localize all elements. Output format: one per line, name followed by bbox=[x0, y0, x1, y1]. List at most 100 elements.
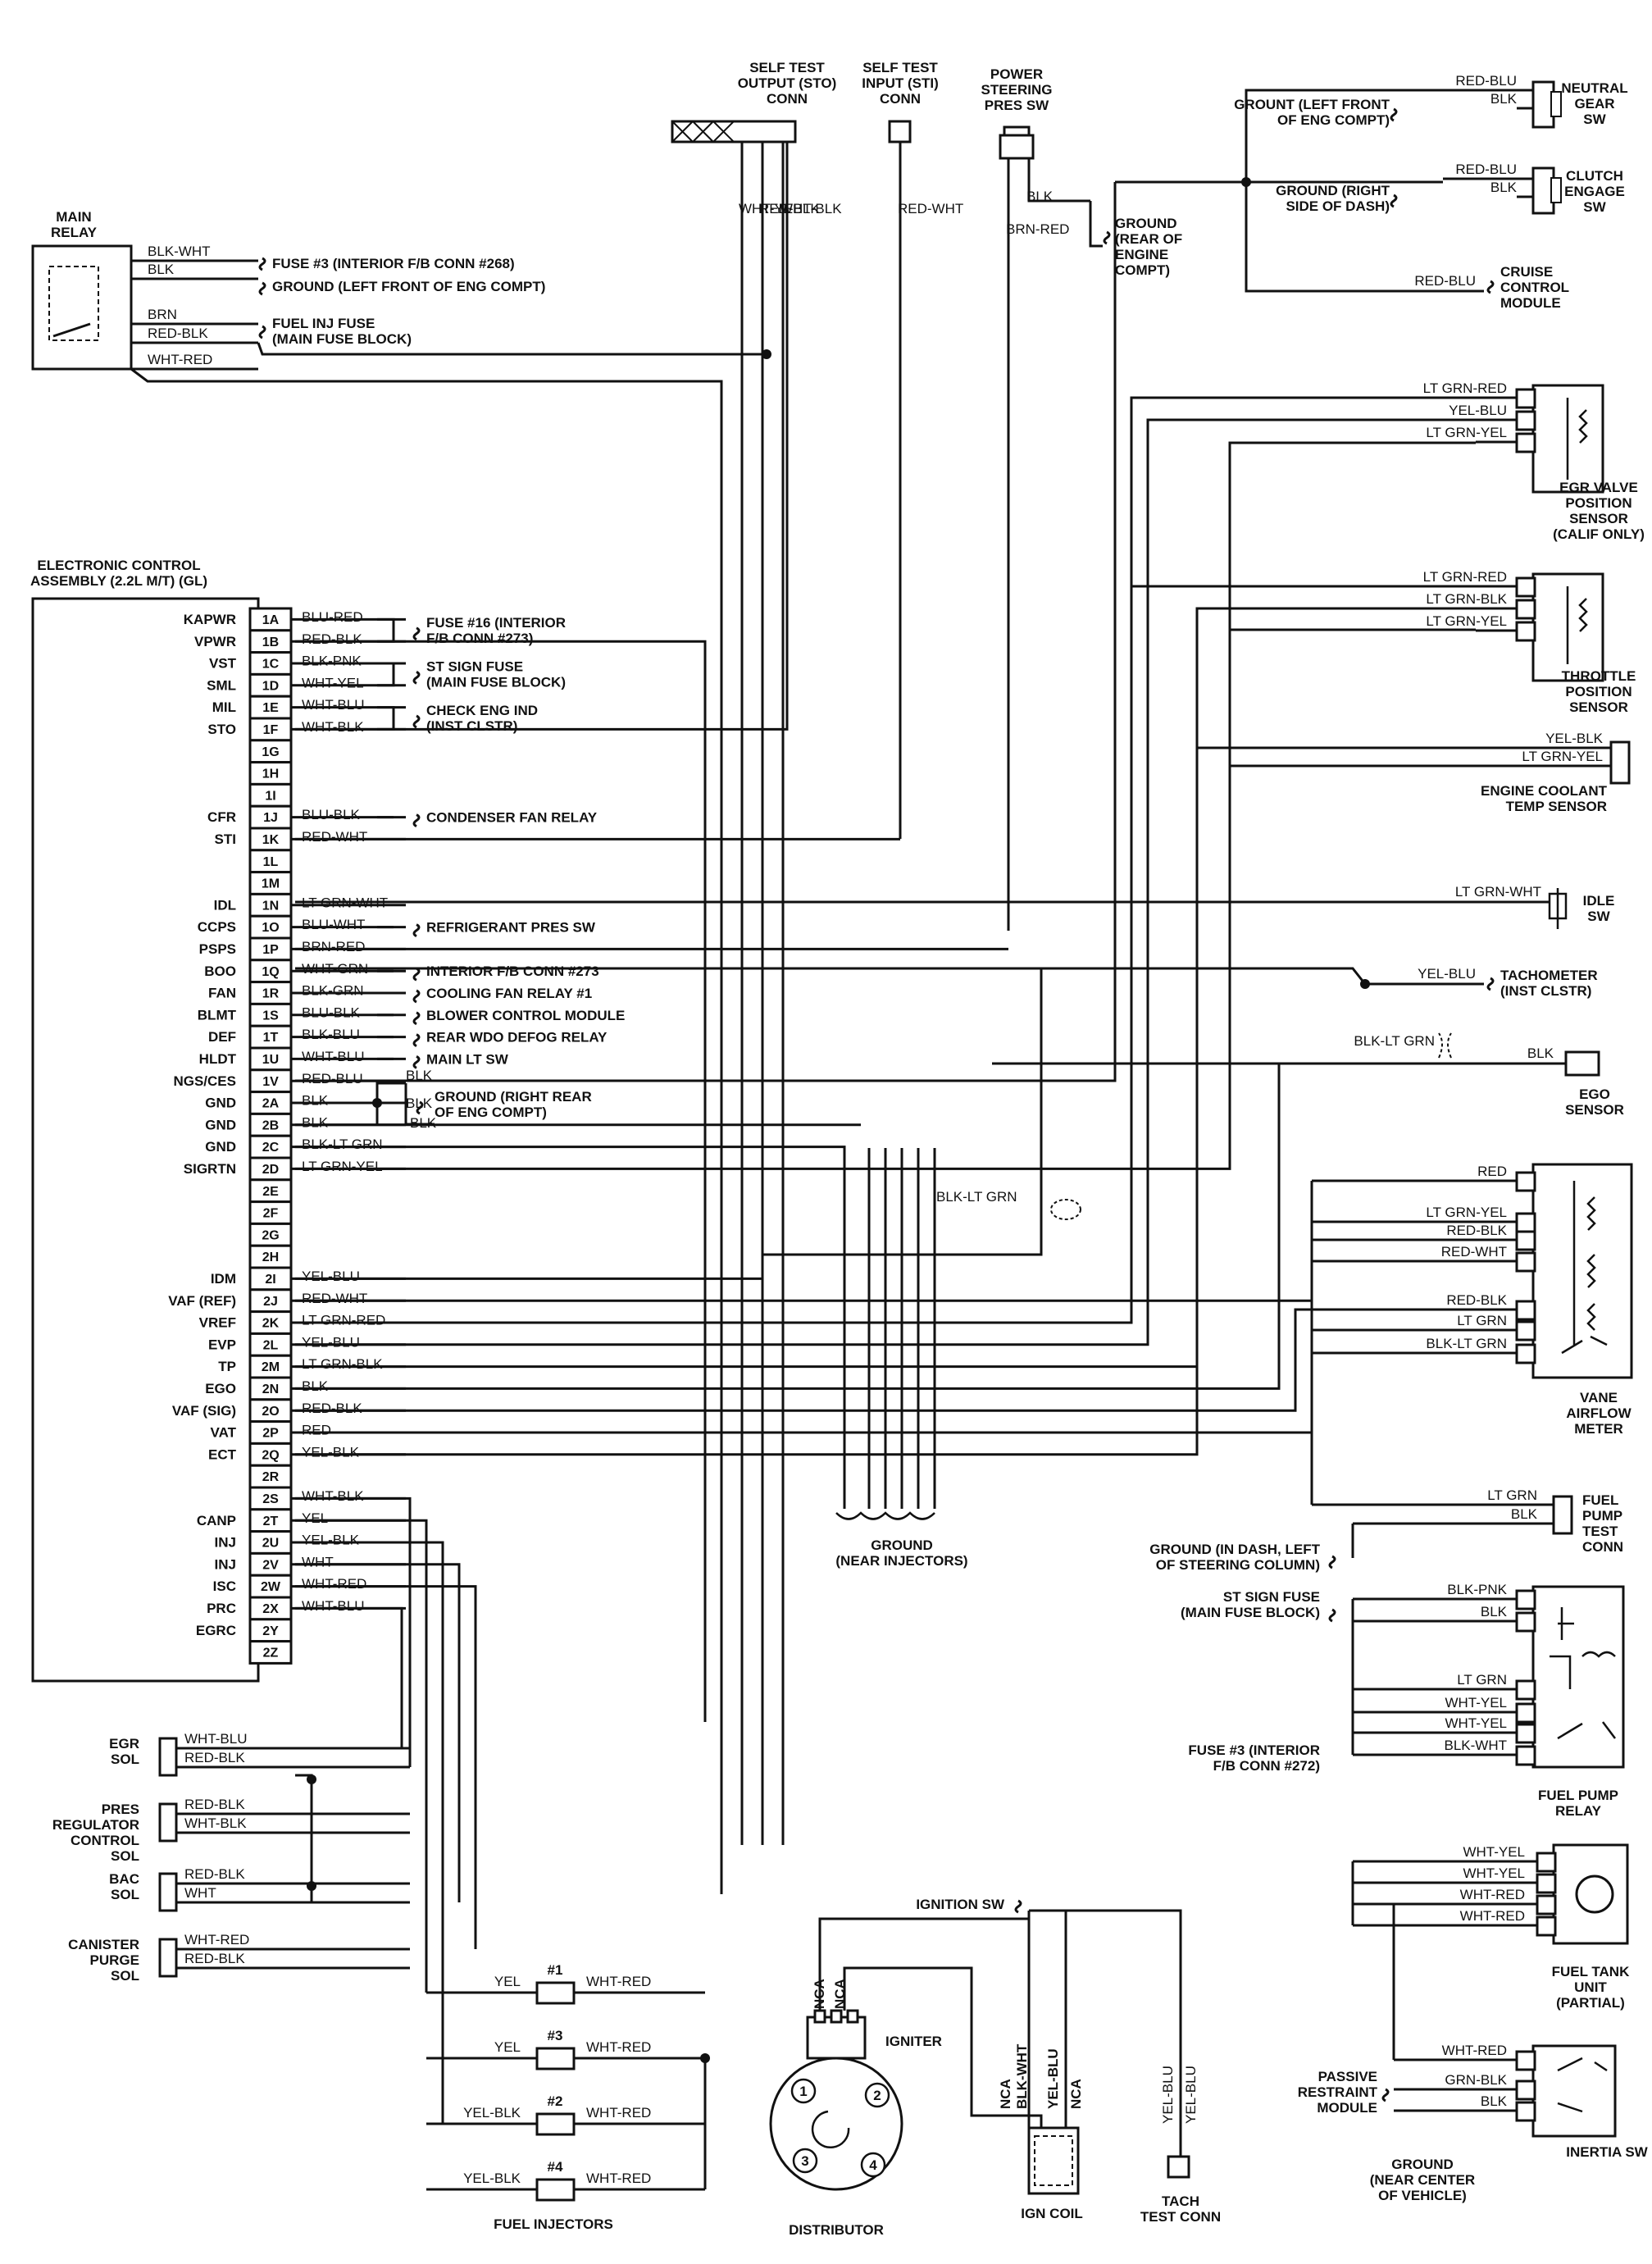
ecu-signal-name: MIL bbox=[212, 699, 236, 715]
main-relay-title: MAIN bbox=[56, 209, 91, 225]
ecu-pin-1S bbox=[248, 1002, 293, 1027]
sto-blank bbox=[692, 121, 714, 143]
ecu-pin-label: 2T bbox=[263, 1515, 279, 1528]
ecu-pin-1V bbox=[248, 1068, 293, 1094]
ground-center: GROUND bbox=[1391, 2157, 1454, 2172]
clutch-wire-label: BLK bbox=[1490, 180, 1518, 195]
vaf-sig-run bbox=[295, 1308, 1312, 1412]
egr-sensor-title: POSITION bbox=[1565, 495, 1632, 511]
connector-mark bbox=[412, 989, 421, 1004]
connector-mark bbox=[1486, 280, 1495, 294]
gnd-2c-run bbox=[295, 1146, 846, 1149]
tps-pin bbox=[1515, 599, 1536, 620]
ground-injectors-title: (NEAR INJECTORS) bbox=[835, 1553, 967, 1569]
relay-contact bbox=[52, 322, 91, 338]
ground-right-dash: SIDE OF DASH) bbox=[1286, 198, 1390, 214]
red-blk-bus bbox=[257, 342, 767, 356]
ecu-pin-label: 2L bbox=[263, 1338, 279, 1352]
egr-resistor bbox=[1566, 398, 1588, 480]
ecu-pin-label: 1B bbox=[262, 635, 279, 649]
distributor-terminal-number: 4 bbox=[869, 2157, 877, 2173]
ecu-wire-label: WHT bbox=[302, 1554, 334, 1569]
nca-label: NCA bbox=[832, 1979, 848, 2009]
ecu-wire-label: RED-BLU bbox=[302, 1071, 363, 1086]
ecu-signal-name: CFR bbox=[207, 809, 236, 825]
sto-blank bbox=[712, 121, 735, 143]
pssw-title: STEERING bbox=[981, 82, 1053, 98]
pssw-body bbox=[999, 134, 1035, 160]
ecu-pin-label: 2N bbox=[262, 1383, 279, 1396]
ecu-pin-label: 2K bbox=[262, 1317, 280, 1331]
egr-sol-title: EGR bbox=[109, 1736, 139, 1752]
inj-wht-run bbox=[295, 1563, 461, 1902]
ecu-pin-label: 2X bbox=[262, 1602, 279, 1616]
relay-coil-dash bbox=[48, 266, 99, 341]
tach-wire bbox=[295, 967, 1484, 986]
ecu-pin-1B bbox=[248, 629, 293, 654]
tps-pin bbox=[1515, 576, 1536, 598]
group-brace bbox=[377, 662, 395, 687]
ect-title: TEMP SENSOR bbox=[1506, 799, 1607, 814]
main-relay-dest: (MAIN FUSE BLOCK) bbox=[272, 331, 412, 347]
pssw-title: POWER bbox=[990, 66, 1043, 82]
ecu-pin-label: 1H bbox=[262, 768, 279, 781]
neutral-title: NEUTRAL bbox=[1561, 80, 1627, 96]
main-relay-dest: FUEL INJ FUSE bbox=[272, 316, 375, 331]
ego-title: SENSOR bbox=[1565, 1102, 1624, 1118]
vam-internals bbox=[1561, 1181, 1608, 1355]
ignition-sw-label: IGNITION SW bbox=[916, 1897, 1005, 1912]
ecu-wire-label: RED-BLK bbox=[302, 1401, 362, 1416]
neutral-wire-label: RED-BLU bbox=[1455, 73, 1517, 89]
prc-sol-title: SOL bbox=[111, 1848, 139, 1864]
ecu-pin-label: 1M bbox=[262, 877, 280, 891]
fp-test-wire-label: BLK bbox=[1511, 1506, 1538, 1522]
ecu-signal-name: STO bbox=[207, 722, 236, 737]
connector-mark bbox=[412, 967, 421, 982]
neutral-title: GEAR bbox=[1574, 96, 1614, 112]
fp-relay-wire-label: WHT-YEL bbox=[1445, 1695, 1507, 1711]
ecu-signal-name: SML bbox=[207, 677, 236, 693]
ecu-pin-2Z bbox=[248, 1640, 293, 1665]
vam-pin bbox=[1515, 1343, 1536, 1364]
ecu-signal-name: VST bbox=[209, 656, 237, 672]
fp-relay-internals bbox=[1550, 1607, 1616, 1740]
tps-title: THROTTLE bbox=[1562, 668, 1636, 684]
ign-coil-wire-label: YEL-BLU bbox=[1045, 2048, 1061, 2109]
ign-coil-body bbox=[1027, 2126, 1080, 2195]
ecu-wire-label: WHT-BLK bbox=[302, 1488, 364, 1504]
ect-title: ENGINE COOLANT bbox=[1481, 783, 1608, 799]
wht-red-main bbox=[130, 367, 723, 1894]
ecu-pin-label: 2Z bbox=[263, 1647, 279, 1660]
egr-wire-label: LT GRN-RED bbox=[1423, 380, 1507, 396]
ecu-pin-2P bbox=[248, 1420, 293, 1445]
ecu-destination: CONDENSER FAN RELAY bbox=[426, 810, 598, 826]
pssw-wire-label: BRN-RED bbox=[1006, 221, 1069, 237]
isc-run bbox=[295, 1585, 477, 1949]
main-relay-dest: GROUND (LEFT FRONT OF ENG COMPT) bbox=[272, 279, 545, 294]
fp-test-title: FUEL bbox=[1582, 1492, 1618, 1508]
passive-restraint: RESTRAINT bbox=[1298, 2084, 1378, 2100]
sti-title: INPUT (STI) bbox=[862, 75, 939, 91]
ecu-wire-label: WHT-BLU bbox=[302, 1049, 365, 1064]
main-relay-title: RELAY bbox=[51, 225, 98, 240]
inertia-wire-label: WHT-RED bbox=[1442, 2043, 1507, 2058]
rotor bbox=[811, 2110, 850, 2148]
cruise-wire-label: RED-BLU bbox=[1414, 273, 1476, 289]
ect-run bbox=[295, 746, 1246, 1456]
ecu-signal-name: VAF (REF) bbox=[168, 1293, 236, 1309]
vam-pin bbox=[1515, 1171, 1536, 1192]
fp-relay-wire-label: BLK-PNK bbox=[1447, 1582, 1507, 1597]
ecu-pin-label: 1R bbox=[262, 987, 280, 1001]
injector-2 bbox=[535, 2047, 576, 2070]
sti-connector bbox=[888, 120, 912, 143]
ecu-title: ASSEMBLY (2.2L M/T) (GL) bbox=[30, 573, 207, 589]
ecu-signal-name: VAF (SIG) bbox=[172, 1403, 236, 1419]
fuel-tank-pin bbox=[1536, 1873, 1557, 1894]
sto-run bbox=[295, 142, 789, 731]
prc-sol-wire-label: RED-BLK bbox=[184, 1797, 245, 1812]
connector-mark bbox=[412, 1011, 421, 1026]
ecu-pin-label: 2J bbox=[263, 1295, 278, 1309]
main-relay-wire-label: BLK-WHT bbox=[148, 244, 211, 259]
fp-relay-wire-label: WHT-YEL bbox=[1445, 1715, 1507, 1731]
